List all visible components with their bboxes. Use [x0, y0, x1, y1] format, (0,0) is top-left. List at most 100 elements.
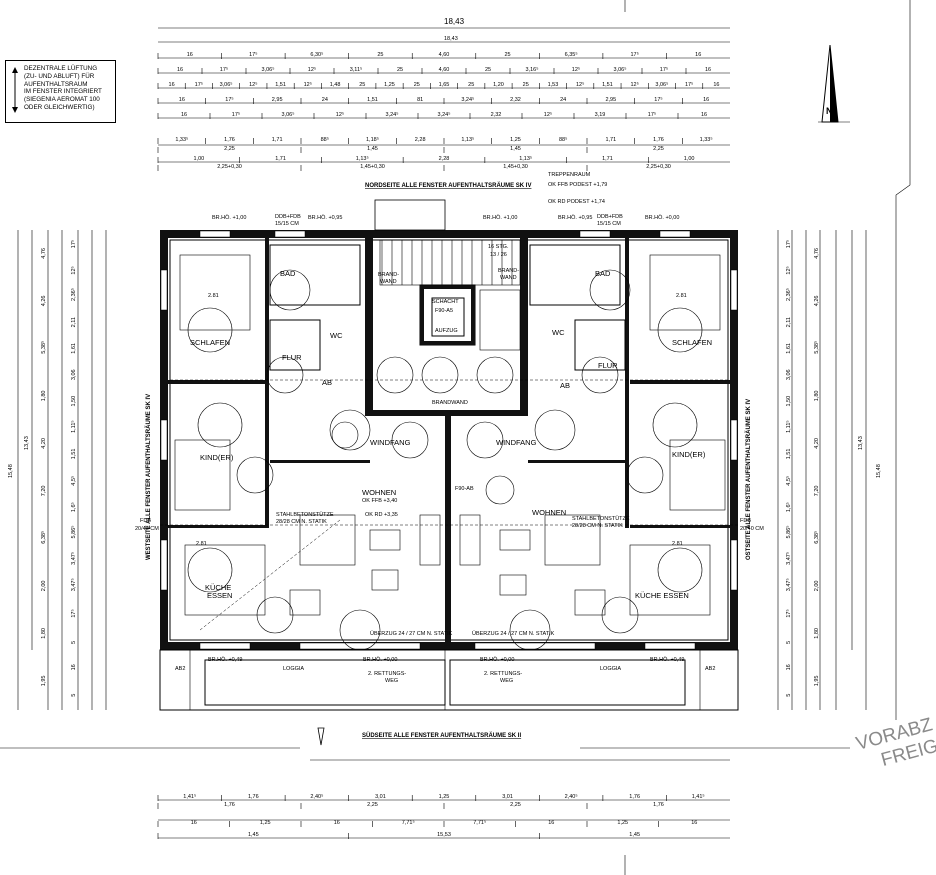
facade-north-label: NORDSEITE ALLE FENSTER AUFENTHALTSRÄUME …	[365, 182, 531, 189]
room-wc-right: WC	[552, 328, 565, 337]
legend-line-6: ODER GLEICHWERTIG)	[24, 103, 95, 111]
bottom-dim-value: 15,53	[437, 832, 451, 838]
room-wohnen-left: WOHNEN	[362, 488, 396, 497]
room-ab2-right: AB2	[705, 666, 715, 672]
bottom-dim-value: 1,76	[248, 794, 259, 800]
top-dim-value: 2,95	[272, 97, 283, 103]
top-dim-value: 1,65	[439, 82, 450, 88]
top-dim-value: 88⁵	[559, 136, 567, 143]
dashed-lines	[160, 379, 740, 631]
top-dim-value: 1,71	[602, 156, 613, 162]
room-labels: SCHLAFEN SCHLAFEN KIND(ER) KIND(ER) KÜCH…	[135, 214, 764, 684]
top-dim-value: 2,28	[415, 137, 426, 143]
side-dim-small: 1,61	[71, 343, 77, 354]
top-dim-overall: 18,43	[444, 17, 465, 26]
ok-rd-podest-label: OK RD PODEST +1,74	[548, 199, 605, 205]
top-dim-value: 3,06⁵	[220, 81, 233, 88]
top-dim-value: 16	[713, 82, 719, 88]
side-dim-section: 4,76	[41, 248, 47, 259]
top-dim-value: 17⁵	[685, 81, 693, 88]
ueberzug-right-label: ÜBERZUG 24 / 27 CM N. STATIK	[472, 630, 555, 637]
side-dim-small: 5,86⁵	[70, 525, 77, 538]
side-dim-section: 1,80	[41, 628, 47, 639]
brandwand-right-label: BRAND-	[498, 268, 519, 274]
top-dim-value: 24	[322, 97, 328, 103]
side-dim-section: 5,38⁵	[813, 341, 820, 354]
side-dim-section: 5,38⁵	[40, 341, 47, 354]
top-dim-value: 1,48	[330, 82, 341, 88]
top-dim-value: 2,28	[439, 156, 450, 162]
top-dim-value: 2,25+0,30	[217, 164, 242, 170]
f90ab-label: F90-AB	[455, 486, 474, 492]
exterior-walls	[160, 199, 738, 650]
top-dim-value: 25	[414, 82, 420, 88]
top-dim-value: 1,13⁵	[519, 155, 532, 162]
double-arrow-icon	[12, 67, 18, 113]
area-label-2: 2.81	[676, 293, 687, 299]
brho-bottom-center: BR.HÖ. +0,00	[363, 656, 397, 663]
side-dim-section: 7,20	[41, 486, 47, 497]
stahl-right-label: STAHLBETONSTÜTZE	[572, 515, 630, 522]
ddb-fdb-top-1: DDB+FDB	[275, 214, 301, 220]
bottom-dim-value: 1,41⁵	[692, 793, 705, 800]
side-dim-small: 17⁵	[785, 240, 792, 248]
side-dim-small: 5,86⁵	[785, 525, 792, 538]
top-dim-value: 25	[504, 52, 510, 58]
ueberzug-left-label: ÜBERZUG 24 / 27 CM N. STATIK	[370, 630, 453, 637]
legend-line-2: (ZU- UND ABLUFT) FÜR	[24, 72, 95, 80]
side-dim-small: 12⁵	[785, 266, 792, 274]
side-dim-section: 2,00	[41, 581, 47, 592]
north-label: N	[826, 106, 833, 116]
room-loggia-left: LOGGIA	[283, 666, 304, 672]
brandwand-left-label-2: WAND	[380, 279, 397, 285]
brho-top-1: BR.HÖ. +1,00	[212, 214, 246, 221]
top-dim-value: 6,35⁵	[565, 51, 578, 58]
schacht-label: SCHACHT	[432, 299, 459, 305]
ddb-fdb-top-1b: 15/15 CM	[275, 221, 299, 227]
bottom-dim-value: 3,01	[375, 794, 386, 800]
top-dim-value: 17⁵	[648, 111, 656, 118]
top-dim-value: 16	[179, 97, 185, 103]
room-ab-left: AB	[322, 378, 332, 387]
top-dim-value: 1,45	[510, 146, 521, 152]
bottom-dim-value: 16	[334, 820, 340, 826]
top-dim-value: 4,60	[439, 67, 450, 73]
top-dim-value: 25	[468, 82, 474, 88]
top-dim-value: 25	[485, 67, 491, 73]
ok-ffb-podest-label: OK FFB PODEST +1,79	[548, 182, 607, 188]
right-dimension-chains	[777, 230, 867, 710]
brho-top-5: BR.HÖ. +0,00	[645, 214, 679, 221]
room-kueche-left: KÜCHE	[205, 583, 231, 592]
side-dim-small: 1,61	[786, 343, 792, 354]
top-dim-value: 16	[705, 67, 711, 73]
side-dim-section: 1,95	[41, 676, 47, 687]
top-dim-value: 17⁵	[249, 51, 257, 58]
top-dim-value: 12⁵	[249, 81, 257, 88]
bottom-dim-value: 2,40⁵	[310, 793, 323, 800]
bottom-dim-value: 1,45	[248, 832, 259, 838]
bottom-dimension-chains	[157, 759, 730, 839]
top-dim-value: 3,11⁵	[350, 66, 363, 73]
brho-top-3: BR.HÖ. +1,00	[483, 214, 517, 221]
side-dim-section: 4,20	[814, 438, 820, 449]
top-dim-overall-2: 18,43	[444, 36, 458, 42]
top-dim-value: 4,60	[439, 52, 450, 58]
ok-rd-label: OK RD +3,35	[365, 512, 398, 518]
top-dim-value: 2,32	[510, 97, 521, 103]
facade-south-label: SÜDSEITE ALLE FENSTER AUFENTHALTSRÄUME S…	[362, 732, 521, 739]
room-windfang-right: WINDFANG	[496, 438, 537, 447]
side-dim-section: 7,20	[814, 486, 820, 497]
top-dim-value: 2,95	[605, 97, 616, 103]
side-dim-small: 5	[71, 694, 77, 697]
top-dim-value: 6,30⁵	[310, 51, 323, 58]
top-dim-value: 25	[397, 67, 403, 73]
bottom-dim-value: 1,25	[439, 794, 450, 800]
side-dim-small: 1,50	[71, 396, 77, 407]
bottom-dim-value: 1,76	[653, 802, 664, 808]
aufzug-label: AUFZUG	[435, 328, 458, 334]
top-dim-value: 1,53	[548, 82, 559, 88]
top-dim-value: 16	[187, 52, 193, 58]
side-dim-section: 6,38⁵	[813, 531, 820, 544]
brandwand-right-label-2: WAND	[500, 275, 517, 281]
top-dim-value: 3,16⁵	[526, 66, 539, 73]
